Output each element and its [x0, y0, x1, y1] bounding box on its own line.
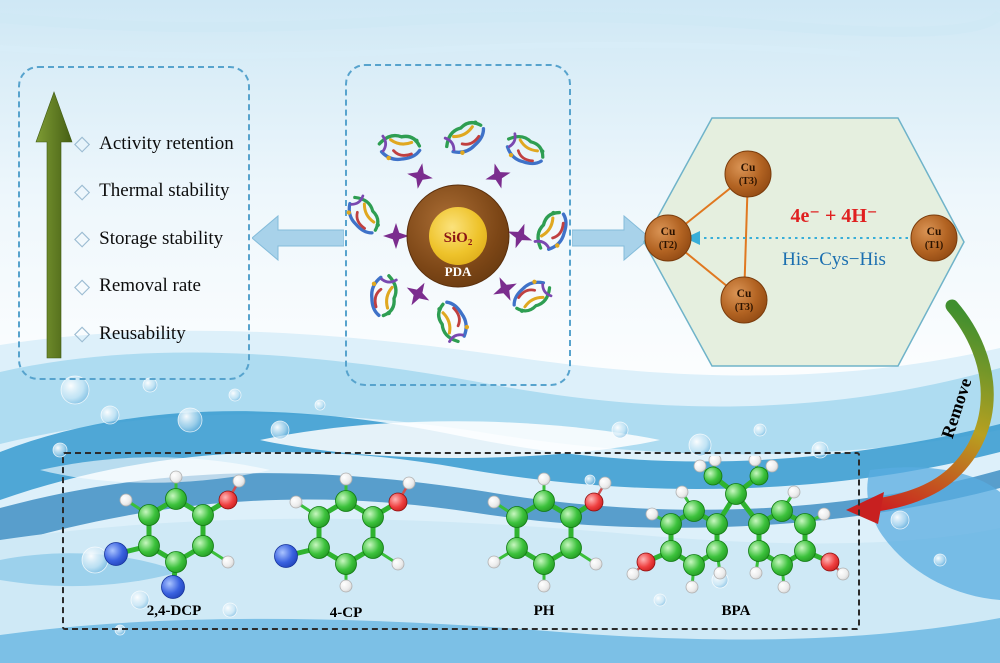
diamond-bullet-icon: ◇	[74, 321, 91, 346]
molecule-label: BPA	[721, 603, 751, 619]
benefit-item: ◇ Reusability	[74, 310, 234, 358]
electron-transfer-arrow	[685, 231, 908, 245]
diamond-bullet-icon: ◇	[74, 273, 91, 298]
molecule-bpa: BPA	[616, 453, 856, 620]
benefit-item: ◇ Removal rate	[74, 263, 234, 311]
svg-text:Cu: Cu	[737, 288, 752, 300]
svg-text:Cu: Cu	[741, 162, 756, 174]
molecule-ph: PH	[454, 460, 634, 620]
molecule-ph-structure	[487, 472, 612, 593]
copper-site-t3-top: Cu (T3)	[724, 150, 772, 198]
molecule-4cp-structure	[274, 472, 416, 593]
benefit-label: Storage stability	[99, 227, 224, 249]
copper-site-t1: Cu (T1)	[910, 214, 958, 262]
benefits-panel: ◇ Activity retention ◇ Thermal stability ◇…	[18, 66, 250, 380]
molecule-24dcp-structure	[104, 470, 246, 599]
copper-site-t2: Cu (T2)	[644, 214, 692, 262]
benefit-label: Activity retention	[99, 132, 234, 154]
benefit-item: ◇ Activity retention	[74, 120, 234, 168]
molecule-4cp: 4-CP	[246, 462, 446, 622]
arrow-to-mechanism	[572, 214, 650, 262]
svg-text:Cu: Cu	[927, 226, 942, 238]
svg-text:(T3): (T3)	[735, 302, 753, 313]
bubbles	[52, 375, 947, 636]
up-arrow-icon	[35, 91, 73, 359]
diamond-bullet-icon: ◇	[74, 226, 91, 251]
shell-label: PDA	[445, 264, 472, 279]
reaction-text: 4e⁻ + 4H⁻	[791, 205, 878, 227]
molecule-label: PH	[533, 603, 555, 619]
ligand-text: His−Cys−His	[782, 249, 886, 270]
remove-arrow-body	[863, 299, 994, 513]
nanoparticle-panel: SiO₂ PDA	[345, 64, 571, 386]
svg-text:(T1): (T1)	[925, 240, 943, 251]
silica-core	[429, 207, 487, 265]
diamond-bullet-icon: ◇	[74, 131, 91, 156]
benefit-label: Reusability	[99, 322, 186, 344]
sky-streaks	[0, 10, 1000, 59]
benefit-item: ◇ Thermal stability	[74, 168, 234, 216]
copper-center-hexagon: 4e⁻ + 4H⁻ His−Cys−His Cu (T3) Cu (T2) Cu…	[643, 117, 965, 367]
svg-text:(T2): (T2)	[659, 240, 677, 251]
benefit-item: ◇ Storage stability	[74, 215, 234, 263]
svg-text:Cu: Cu	[661, 226, 676, 238]
remove-arrow: Remove	[846, 299, 994, 524]
remove-label: Remove	[937, 376, 975, 441]
benefit-list: ◇ Activity retention ◇ Thermal stability ◇…	[74, 120, 234, 358]
diamond-bullet-icon: ◇	[74, 178, 91, 203]
molecule-bpa-structure	[626, 453, 850, 594]
arrow-to-benefits	[252, 214, 344, 262]
core-label: SiO₂	[444, 230, 473, 246]
copper-site-t3-bottom: Cu (T3)	[720, 276, 768, 324]
benefit-label: Thermal stability	[99, 180, 230, 202]
molecule-24dcp: 2,4-DCP	[74, 460, 274, 620]
molecule-label: 2,4-DCP	[146, 603, 202, 619]
pollutants-panel: 2,4-DCP 4-CP PH BPA	[62, 452, 860, 630]
svg-text:(T3): (T3)	[739, 176, 757, 187]
benefit-label: Removal rate	[99, 275, 201, 297]
molecule-label: 4-CP	[329, 605, 363, 621]
nanoparticle-illustration: SiO₂ PDA	[345, 116, 571, 346]
remove-arrowhead	[846, 492, 884, 524]
